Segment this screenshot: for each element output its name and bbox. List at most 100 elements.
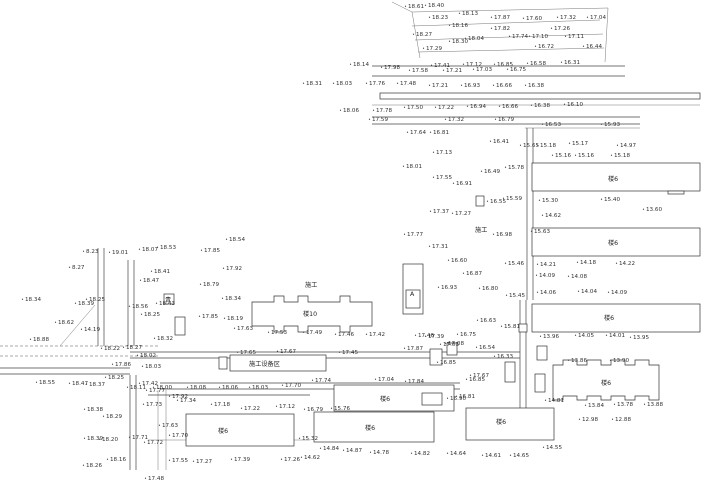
elevation-label: 17.77 — [407, 232, 423, 238]
elevation-dot — [458, 12, 461, 14]
elevation-dot — [186, 386, 189, 388]
elevation-label: 17.58 — [412, 68, 428, 74]
elevation-dot — [506, 68, 509, 70]
elevation-label: 14.55 — [546, 445, 562, 451]
elevation-label: 18.34 — [25, 297, 41, 303]
elevation-label: 18.53 — [160, 245, 176, 251]
elevation-dot — [276, 350, 279, 352]
elevation-label: 17.74 — [512, 34, 528, 40]
elevation-dot — [465, 378, 468, 380]
elevation-dot — [82, 250, 85, 252]
elevation-label: 16.91 — [456, 181, 472, 187]
elevation-label: 17.59 — [372, 117, 388, 123]
elevation-label: 13.86 — [571, 358, 587, 364]
elevation-dot — [577, 290, 580, 292]
elevation-label: 18.54 — [229, 237, 245, 243]
elevation-dot — [616, 144, 619, 146]
elevation-dot — [396, 82, 399, 84]
elevation-label: 18.39 — [87, 436, 103, 442]
elevation-dot — [126, 386, 129, 388]
elevation-dot — [429, 131, 432, 133]
elevation-dot — [462, 272, 465, 274]
elevation-dot — [403, 106, 406, 108]
elevation-dot — [439, 343, 442, 345]
elevation-dot — [538, 199, 541, 201]
elevation-label: 8.23 — [86, 249, 99, 255]
elevation-dot — [429, 210, 432, 212]
elevation-dot — [464, 37, 467, 39]
label-building-10: 楼10 — [303, 310, 317, 318]
elevation-dot — [508, 35, 511, 37]
elevation-label: 17.13 — [436, 150, 452, 156]
elevation-label: 14.61 — [485, 453, 501, 459]
elevation-label: 18.04 — [468, 36, 484, 42]
elevation-label: 17.73 — [146, 402, 162, 408]
elevation-dot — [469, 374, 472, 376]
elevation-label: 17.41 — [434, 63, 450, 69]
elevation-label: 17.49 — [306, 330, 322, 336]
elevation-label: 16.60 — [451, 258, 467, 264]
elevation-dot — [615, 262, 618, 264]
elevation-dot — [444, 118, 447, 120]
building-6-d — [552, 359, 660, 401]
elevation-label: 14.82 — [414, 451, 430, 457]
elevation-label: 14.01 — [609, 333, 625, 339]
elevation-label: 15.17 — [572, 141, 588, 147]
elevation-dot — [412, 33, 415, 35]
elevation-dot — [586, 16, 589, 18]
elevation-label: 17.63 — [237, 326, 253, 332]
elevation-label: 17.42 — [369, 332, 385, 338]
elevation-dot — [504, 262, 507, 264]
elevation-dot — [140, 313, 143, 315]
elevation-label: 17.03 — [476, 67, 492, 73]
elevation-dot — [494, 118, 497, 120]
label-building-6-f: 楼6 — [365, 424, 375, 432]
elevation-label: 16.98 — [496, 232, 512, 238]
elevation-label: 16.33 — [497, 354, 513, 360]
buildings — [163, 162, 701, 447]
elevation-label: 13.95 — [633, 335, 649, 341]
elevation-dot — [550, 27, 553, 29]
elevation-dot — [303, 408, 306, 410]
elevation-label: 17.71 — [132, 435, 148, 441]
elevation-dot — [298, 437, 301, 439]
label-building-6-b: 楼6 — [608, 239, 618, 247]
elevation-label: 16.38 — [534, 103, 550, 109]
elevation-dot — [560, 61, 563, 63]
elevation-dot — [542, 446, 545, 448]
elevation-dot — [338, 351, 341, 353]
area-labels: 施工 楼10 施工 施工设备区 A 楼6 楼6 楼6 楼6 楼6 楼6 楼6 楼… — [165, 175, 618, 435]
elevation-label: 14.08 — [571, 274, 587, 280]
elevation-label: 17.37 — [433, 209, 449, 215]
elevation-dot — [102, 415, 105, 417]
elevation-dot — [222, 267, 225, 269]
elevation-dot — [472, 68, 475, 70]
elevation-label: 17.42 — [142, 381, 158, 387]
elevation-dot — [150, 270, 153, 272]
elevation-dot — [218, 386, 221, 388]
label-building-6-c: 楼6 — [604, 314, 614, 322]
elevation-dot — [369, 451, 372, 453]
elevation-dot — [142, 403, 145, 405]
elevation-label: 17.78 — [376, 108, 392, 114]
elevation-label: 18.39 — [78, 301, 94, 307]
elevation-label: 15.78 — [508, 165, 524, 171]
elevation-dot — [330, 407, 333, 409]
elevation-dot — [428, 245, 431, 247]
elevation-dot — [404, 380, 407, 382]
elevation-dot — [168, 434, 171, 436]
elevation-dot — [607, 291, 610, 293]
elevation-dot — [536, 291, 539, 293]
elevation-dot — [534, 45, 537, 47]
elevation-dot — [466, 105, 469, 107]
elevation-dot — [365, 82, 368, 84]
elevation-dot — [528, 35, 531, 37]
elevation-label: 18.40 — [428, 3, 444, 9]
elevation-dot — [460, 84, 463, 86]
elevation-label: 17.98 — [384, 65, 400, 71]
elevation-label: 16.85 — [469, 377, 485, 383]
elevation-label: 17.92 — [226, 266, 242, 272]
elevation-label: 17.85 — [202, 314, 218, 320]
elevation-dot — [436, 361, 439, 363]
elevation-label: 17.26 — [284, 457, 300, 463]
